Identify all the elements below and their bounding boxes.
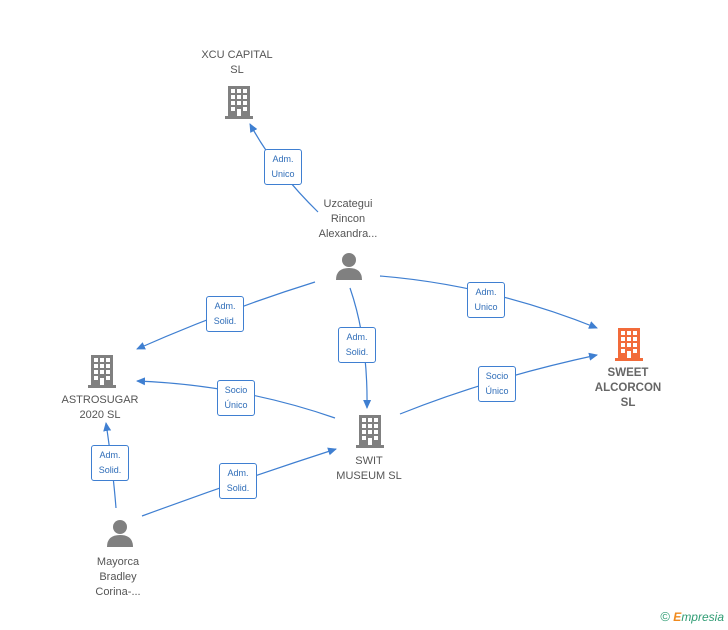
copyright-symbol: © <box>660 609 670 624</box>
edge-label-adm-unico: Adm. Unico <box>467 282 505 318</box>
person-icon[interactable] <box>105 518 135 548</box>
edge-label-adm-solid: Adm. Solid. <box>206 296 244 332</box>
brand-logo-e: E <box>673 610 682 624</box>
edge-label-adm-solid: Adm. Solid. <box>91 445 129 481</box>
brand-name: mpresia <box>681 610 724 624</box>
edge-label-adm-solid: Adm. Solid. <box>219 463 257 499</box>
node-label-mayorca: Mayorca Bradley Corina-... <box>95 556 141 598</box>
building-icon-highlight[interactable] <box>613 326 645 362</box>
building-icon[interactable] <box>223 84 255 120</box>
node-label-astrosugar: ASTROSUGAR 2020 SL <box>61 394 139 421</box>
node-label-xcu-capital: XCU CAPITAL SL <box>201 49 273 76</box>
building-icon[interactable] <box>86 353 118 389</box>
building-icon[interactable] <box>354 413 386 449</box>
footer-brand: © Empresia <box>660 609 724 624</box>
node-label-sweet-alcorcon: SWEET ALCORCON SL <box>594 367 662 409</box>
edge-label-adm-solid: Adm. Solid. <box>338 327 376 363</box>
edge-label-adm-unico: Adm. Unico <box>264 149 302 185</box>
node-label-uzcategui: Uzcategui Rincon Alexandra... <box>318 198 378 240</box>
edge-label-socio-unico: Socio Único <box>478 366 516 402</box>
edge-label-socio-unico: Socio Único <box>217 380 255 416</box>
node-label-swit-museum: SWIT MUSEUM SL <box>336 455 402 482</box>
person-icon[interactable] <box>334 251 364 281</box>
